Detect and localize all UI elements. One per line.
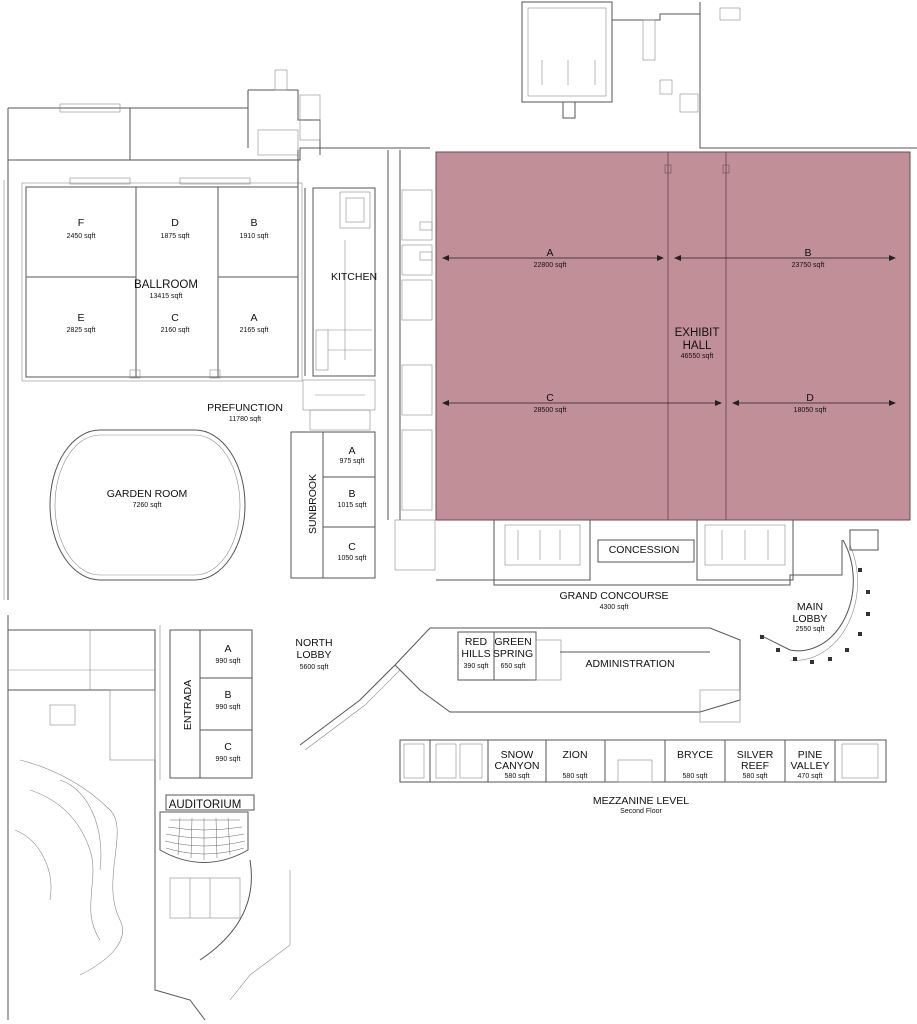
mezzanine: SNOW CANYON 580 sqft ZION 580 sqft BRYCE…	[399, 739, 887, 815]
bryce-area: 580 sqft	[683, 773, 708, 780]
ballroom-area: 13415 sqft	[150, 293, 183, 300]
ballroom-a-area: 2165 sqft	[240, 327, 269, 334]
exhibit-hall-area: 46550 sqft	[681, 353, 714, 360]
kitchen-label: KITCHEN	[331, 271, 377, 283]
auditorium-seating	[164, 817, 246, 860]
exhibit-hall-c-area: 28500 sqft	[534, 407, 567, 414]
building-outline	[3, 1, 917, 1020]
exhibit-hall-b-area: 23750 sqft	[792, 262, 825, 269]
administration-wing: RED HILLS 390 sqft GREEN SPRING 650 sqft…	[394, 627, 741, 723]
main-lobby-label-line1: MAIN	[797, 601, 823, 613]
red-hills-area: 390 sqft	[464, 663, 489, 670]
dimension-arrows	[442, 255, 896, 406]
snow-canyon-label-line1: SNOW	[501, 749, 534, 761]
grand-concourse: GRAND CONCOURSE 4300 sqft	[559, 590, 668, 611]
silver-reef-label-line2: REEF	[741, 760, 769, 772]
sunbrook: A 975 sqft B 1015 sqft C 1050 sqft SUNBR…	[290, 409, 376, 579]
service-corridor	[387, 150, 433, 520]
north-lobby: NORTH LOBBY 5600 sqft	[295, 637, 401, 751]
exhibit-hall-c-label: C	[546, 392, 554, 404]
exhibit-hall-a-area: 22800 sqft	[534, 262, 567, 269]
entrada-b-label: B	[224, 689, 231, 701]
zion-label: ZION	[562, 749, 587, 761]
sunbrook-c-area: 1050 sqft	[338, 555, 367, 562]
north-lobby-area: 5600 sqft	[300, 664, 329, 671]
ballroom-label: BALLROOM	[134, 279, 198, 291]
ballroom-f-label: F	[78, 217, 84, 229]
ballroom-c-label: C	[171, 312, 179, 324]
exhibit-hall-d-area: 18050 sqft	[794, 407, 827, 414]
exhibit-hall-label-line2: HALL	[683, 340, 712, 352]
exhibit-hall-area-fill	[435, 151, 911, 521]
ballroom-b-label: B	[250, 217, 257, 229]
mezzanine-title: MEZZANINE LEVEL	[593, 795, 689, 807]
exhibit-hall-d-label: D	[806, 392, 814, 404]
prefunction-area: 11780 sqft	[229, 416, 261, 423]
grand-concourse-area: 4300 sqft	[600, 604, 629, 611]
ballroom: F 2450 sqft D 1875 sqft B 1910 sqft BALL…	[21, 177, 303, 382]
pine-valley-label-line2: VALLEY	[791, 760, 830, 772]
green-spring-area: 650 sqft	[501, 663, 526, 670]
ballroom-a-label: A	[250, 312, 257, 324]
ballroom-e-area: 2825 sqft	[67, 327, 96, 334]
north-lobby-label-line2: LOBBY	[296, 649, 331, 661]
sunbrook-c-label: C	[348, 541, 356, 553]
entrada-label: ENTRADA	[182, 680, 194, 730]
exhibit-hall-a-label: A	[546, 247, 553, 259]
sunbrook-label: SUNBROOK	[307, 474, 319, 534]
ballroom-b-area: 1910 sqft	[240, 233, 269, 240]
sunbrook-b-label: B	[348, 488, 355, 500]
concession-area: CONCESSION	[394, 519, 843, 586]
auditorium-label: AUDITORIUM	[169, 799, 242, 811]
sunbrook-b-area: 1015 sqft	[338, 502, 367, 509]
main-lobby: MAIN LOBBY 2550 sqft	[759, 529, 879, 664]
exhibit-hall-b-label: B	[804, 247, 811, 259]
exhibit-hall-label-line1: EXHIBIT	[675, 327, 720, 339]
zion-area: 580 sqft	[563, 773, 588, 780]
ballroom-d-area: 1875 sqft	[161, 233, 190, 240]
main-lobby-label-line2: LOBBY	[792, 613, 827, 625]
entrada: A 990 sqft B 990 sqft C 990 sqft ENTRADA	[159, 625, 253, 780]
kitchen: KITCHEN	[297, 150, 377, 411]
southwest-wing	[8, 629, 291, 1021]
silver-reef-area: 580 sqft	[743, 773, 768, 780]
pine-valley-label-line1: PINE	[798, 749, 823, 761]
entrada-b-area: 990 sqft	[216, 704, 241, 711]
concession-label: CONCESSION	[609, 544, 680, 556]
sunbrook-a-area: 975 sqft	[340, 458, 365, 465]
entrada-a-area: 990 sqft	[216, 658, 241, 665]
administration-label: ADMINISTRATION	[585, 658, 674, 670]
snow-canyon-area: 580 sqft	[505, 773, 530, 780]
ballroom-d-label: D	[171, 217, 179, 229]
exhibit-hall: A 22800 sqft B 23750 sqft EXHIBIT HALL 4…	[435, 151, 911, 521]
ballroom-c-area: 2160 sqft	[161, 327, 190, 334]
ballroom-e-label: E	[77, 312, 84, 324]
north-lobby-label-line1: NORTH	[295, 637, 332, 649]
main-lobby-area: 2550 sqft	[796, 626, 825, 633]
ballroom-f-area: 2450 sqft	[67, 233, 96, 240]
auditorium: AUDITORIUM	[159, 794, 255, 961]
grand-concourse-label: GRAND CONCOURSE	[559, 590, 668, 602]
garden-room: GARDEN ROOM 7260 sqft	[49, 429, 246, 581]
entrada-c-label: C	[224, 741, 232, 753]
prefunction: PREFUNCTION 11780 sqft	[207, 402, 283, 423]
green-spring-label-line2: SPRING	[493, 648, 533, 660]
sunbrook-a-label: A	[348, 445, 355, 457]
mezzanine-subtitle: Second Floor	[620, 808, 662, 815]
prefunction-label: PREFUNCTION	[207, 402, 283, 414]
silver-reef-label-line1: SILVER	[737, 749, 774, 761]
garden-room-area: 7260 sqft	[133, 502, 162, 509]
red-hills-label-line2: HILLS	[461, 648, 490, 660]
garden-room-label: GARDEN ROOM	[107, 488, 188, 500]
red-hills-label-line1: RED	[465, 636, 488, 648]
bryce-label: BRYCE	[677, 749, 713, 761]
green-spring-label-line1: GREEN	[494, 636, 531, 648]
entrada-a-label: A	[224, 643, 231, 655]
pine-valley-area: 470 sqft	[798, 773, 823, 780]
entrada-c-area: 990 sqft	[216, 756, 241, 763]
snow-canyon-label-line2: CANYON	[495, 760, 540, 772]
